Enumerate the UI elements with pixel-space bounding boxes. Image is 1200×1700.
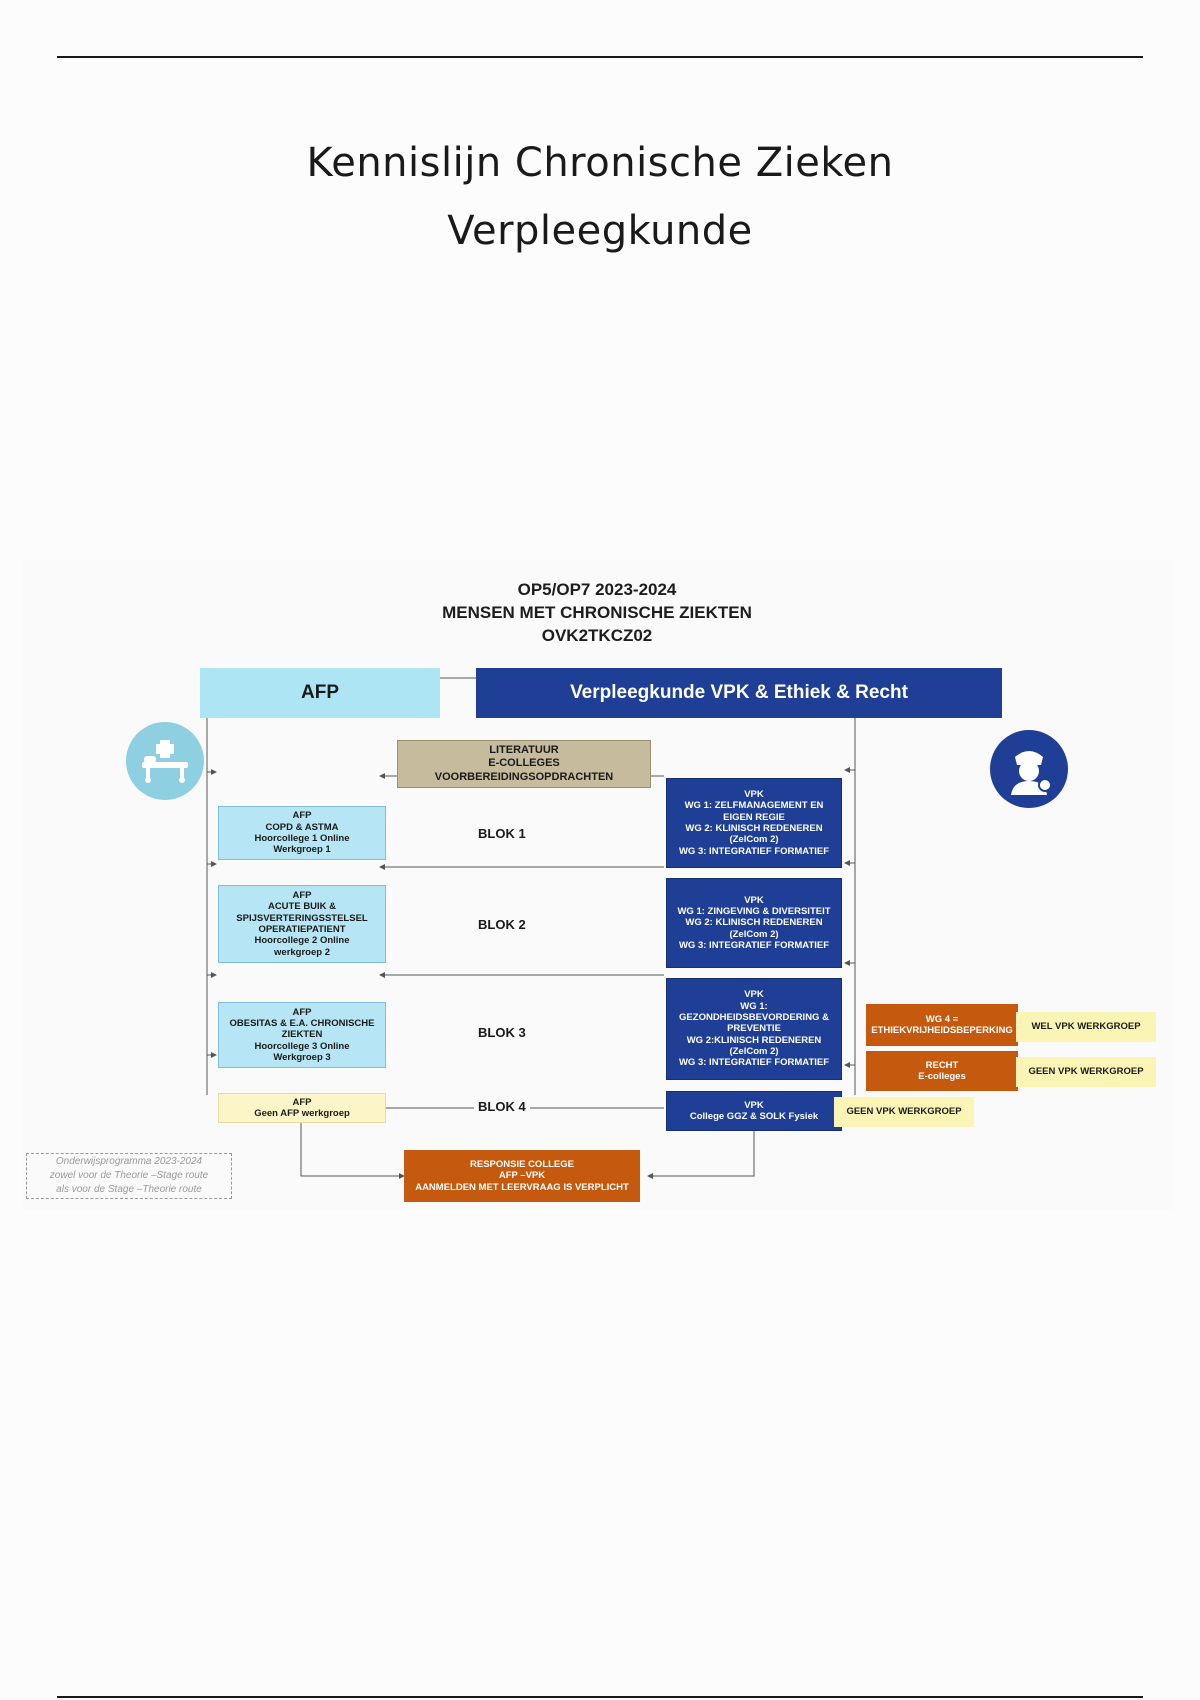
- afp-blok-1: AFP COPD & ASTMA Hoorcollege 1 Online We…: [218, 806, 386, 860]
- bottom-rule: [57, 1696, 1143, 1698]
- afp-blok-2: AFP ACUTE BUIK & SPIJSVERTERINGSSTELSEL …: [218, 885, 386, 963]
- literature-box: LITERATUUR E-COLLEGES VOORBEREIDINGSOPDR…: [397, 740, 651, 788]
- afp-header: AFP: [200, 668, 440, 718]
- blok-4-note: GEEN VPK WERKGROEP: [834, 1097, 974, 1127]
- diagram-title-line-1: OP5/OP7 2023-2024: [517, 580, 677, 599]
- blok-3-label: BLOK 3: [474, 1025, 530, 1040]
- nurse-icon: [990, 730, 1068, 808]
- program-legend: Onderwijsprogramma 2023-2024 zowel voor …: [26, 1153, 232, 1199]
- law-note: GEEN VPK WERKGROEP: [1016, 1057, 1156, 1087]
- blok-1-label: BLOK 1: [474, 826, 530, 841]
- program-diagram: OP5/OP7 2023-2024 MENSEN MET CHRONISCHE …: [22, 560, 1172, 1210]
- vpk-blok-1: VPK WG 1: ZELFMANAGEMENT EN EIGEN REGIE …: [666, 778, 842, 868]
- law-box: RECHT E-colleges: [866, 1051, 1018, 1091]
- diagram-title-line-3: OVK2TKCZ02: [541, 626, 653, 645]
- diagram-title-line-2: MENSEN MET CHRONISCHE ZIEKTEN: [442, 603, 752, 622]
- blok-4-label: BLOK 4: [474, 1099, 530, 1114]
- vpk-blok-4: VPK College GGZ & SOLK Fysiek: [666, 1091, 842, 1131]
- blok-2-label: BLOK 2: [474, 917, 530, 932]
- document-subtitle: Verpleegkunde: [447, 208, 753, 254]
- ethics-note: WEL VPK WERKGROEP: [1016, 1012, 1156, 1042]
- diagram-connectors: [206, 668, 856, 1179]
- vpk-blok-2: VPK WG 1: ZINGEVING & DIVERSITEIT WG 2: …: [666, 878, 842, 968]
- afp-blok-3: AFP OBESITAS & E.A. CHRONISCHE ZIEKTEN H…: [218, 1002, 386, 1068]
- vpk-header: Verpleegkunde VPK & Ethiek & Recht: [476, 668, 1002, 718]
- document-title: Kennislijn Chronische Zieken: [306, 140, 894, 186]
- hospital-bed-icon: [126, 722, 204, 800]
- top-rule: [57, 56, 1143, 58]
- afp-blok-4: AFP Geen AFP werkgroep: [218, 1093, 386, 1123]
- ethics-box: WG 4 = ETHIEKVRIJHEIDSBEPERKING: [866, 1004, 1018, 1046]
- response-college-box: RESPONSIE COLLEGE AFP –VPK AANMELDEN MET…: [404, 1150, 640, 1202]
- vpk-blok-3: VPK WG 1: GEZONDHEIDSBEVORDERING & PREVE…: [666, 978, 842, 1080]
